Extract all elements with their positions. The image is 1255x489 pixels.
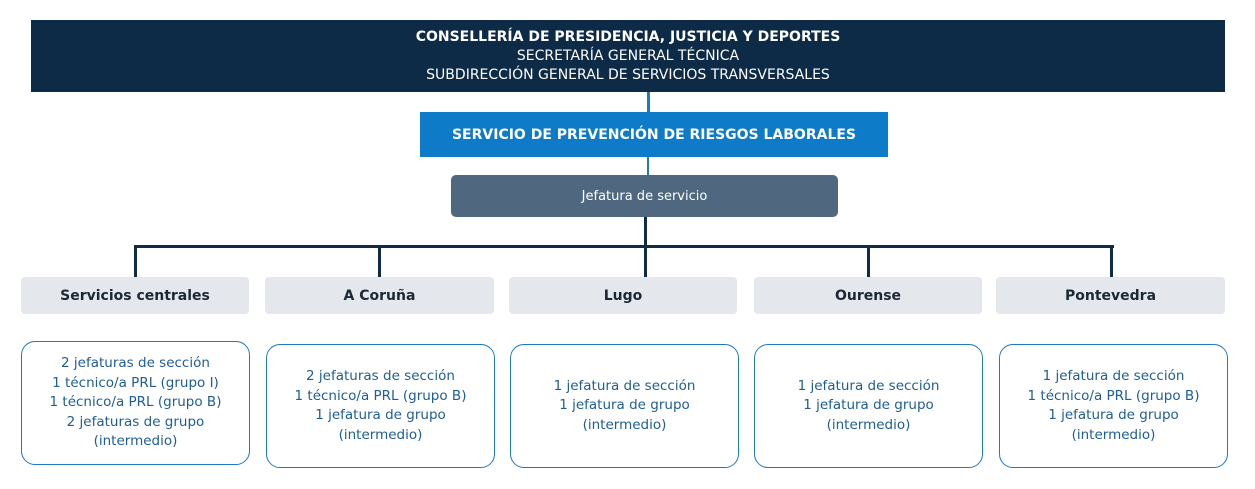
staff-line: (intermedio)	[826, 416, 911, 433]
connector-unit-3	[644, 245, 647, 277]
ministry-header: CONSELLERÍA DE PRESIDENCIA, JUSTICIA Y D…	[31, 20, 1225, 92]
staff-line: (intermedio)	[338, 426, 423, 443]
connector-bus	[134, 245, 1114, 248]
unit-name: A Coruña	[343, 287, 416, 304]
unit-header-ourense: Ourense	[754, 277, 982, 314]
staff-line: 1 técnico/a PRL (grupo B)	[49, 394, 222, 411]
unit-name: Pontevedra	[1064, 287, 1157, 304]
staff-line: 1 jefatura de grupo	[1048, 407, 1179, 423]
unit-header-a-coruna: A Coruña	[265, 277, 494, 314]
connector-unit-4	[867, 245, 870, 277]
service-box: SERVICIO DE PREVENCIÓN DE RIESGOS LABORA…	[420, 112, 888, 157]
staff-line: 2 jefaturas de grupo	[66, 413, 205, 430]
staff-box-a-coruna: 2 jefaturas de sección 1 técnico/a PRL (…	[266, 344, 495, 468]
connector-unit-5	[1110, 245, 1113, 277]
staff-line: (intermedio)	[1071, 426, 1156, 443]
secretariat-name: SECRETARÍA GENERAL TÉCNICA	[516, 47, 740, 64]
unit-name: Lugo	[603, 287, 643, 304]
staff-line: 1 jefatura de sección	[797, 377, 940, 394]
staff-line: (intermedio)	[93, 433, 178, 450]
staff-line: 1 jefatura de grupo	[803, 397, 934, 414]
staff-line: (intermedio)	[582, 416, 667, 433]
unit-name: Servicios centrales	[60, 287, 210, 304]
unit-header-lugo: Lugo	[509, 277, 737, 314]
staff-line: 1 técnico/a PRL (grupo I)	[52, 374, 219, 391]
chief-box: Jefatura de servicio	[451, 175, 838, 217]
connector-chief-bus	[644, 217, 647, 247]
chief-label: Jefatura de servicio	[581, 188, 708, 204]
staff-line: 2 jefaturas de sección	[61, 355, 210, 372]
staff-line: 1 técnico/a PRL (grupo B)	[1027, 387, 1200, 404]
connector-unit-2	[378, 245, 381, 277]
staff-box-ourense: 1 jefatura de sección 1 jefatura de grup…	[754, 344, 983, 468]
connector-header-service	[647, 92, 650, 112]
subdirectorate-name: SUBDIRECCIÓN GENERAL DE SERVICIOS TRANSV…	[426, 66, 830, 83]
connector-service-chief	[647, 157, 649, 175]
staff-box-lugo: 1 jefatura de sección 1 jefatura de grup…	[510, 344, 739, 468]
unit-header-pontevedra: Pontevedra	[996, 277, 1225, 314]
staff-line: 1 jefatura de grupo	[315, 407, 446, 423]
unit-header-servicios-centrales: Servicios centrales	[21, 277, 249, 314]
service-label: SERVICIO DE PREVENCIÓN DE RIESGOS LABORA…	[451, 126, 857, 143]
staff-line: 1 jefatura de sección	[553, 377, 696, 394]
staff-line: 1 jefatura de grupo	[559, 397, 690, 414]
staff-box-servicios-centrales: 2 jefaturas de sección 1 técnico/a PRL (…	[21, 341, 250, 465]
staff-line: 1 técnico/a PRL (grupo B)	[294, 387, 467, 404]
connector-unit-1	[134, 245, 137, 277]
unit-name: Ourense	[834, 287, 902, 304]
staff-box-pontevedra: 1 jefatura de sección 1 técnico/a PRL (g…	[999, 344, 1228, 468]
staff-line: 2 jefaturas de sección	[306, 368, 455, 384]
ministry-name: CONSELLERÍA DE PRESIDENCIA, JUSTICIA Y D…	[415, 28, 841, 45]
staff-line: 1 jefatura de sección	[1042, 368, 1185, 384]
